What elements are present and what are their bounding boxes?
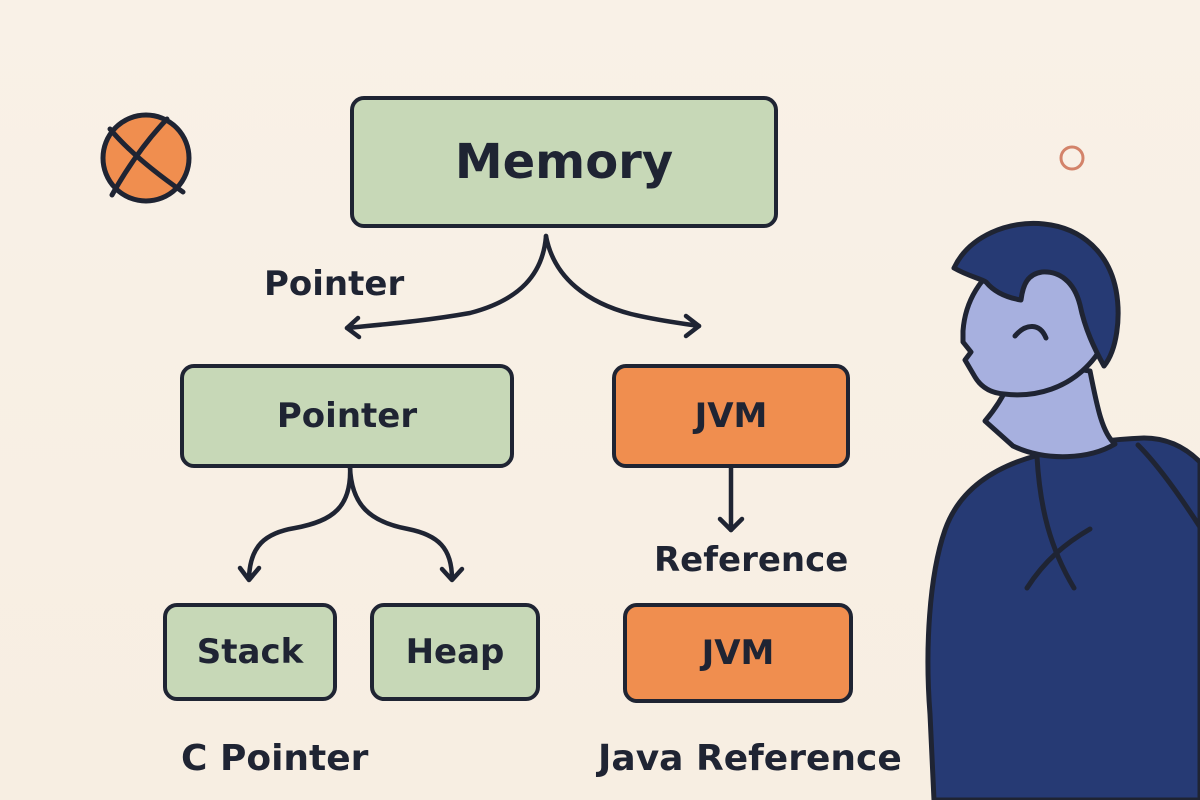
- heap-node-label: Heap: [405, 632, 505, 672]
- pointer-branch-arrows: [237, 463, 465, 583]
- java-reference-label: Java Reference: [598, 738, 902, 779]
- stack-node: Stack: [163, 603, 337, 701]
- memory-node-label: Memory: [454, 134, 674, 190]
- memory-node: Memory: [350, 96, 778, 228]
- jvm-bottom-node: JVM: [623, 603, 853, 703]
- jvm-reference-arrow: [717, 465, 745, 533]
- ball-icon: [100, 112, 192, 204]
- heap-node: Heap: [370, 603, 540, 701]
- stack-node-label: Stack: [196, 632, 304, 672]
- jvm-bottom-node-label: JVM: [701, 633, 775, 673]
- jvm-top-node: JVM: [612, 364, 850, 468]
- reference-edge-label: Reference: [654, 540, 849, 580]
- pointer-node-label: Pointer: [276, 396, 418, 436]
- jvm-top-node-label: JVM: [694, 396, 768, 436]
- ring-icon: [1059, 145, 1085, 171]
- memory-branch-arrows: [344, 233, 702, 340]
- pointer-edge-label: Pointer: [264, 264, 405, 304]
- person-icon: [925, 220, 1200, 800]
- pointer-node: Pointer: [180, 364, 514, 468]
- c-pointer-label: C Pointer: [181, 738, 369, 779]
